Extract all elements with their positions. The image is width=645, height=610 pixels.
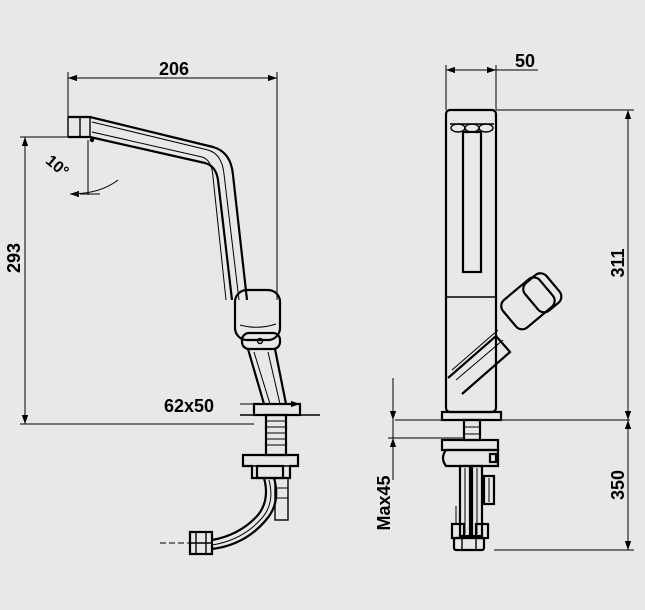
dim-spout-angle-label: 10° <box>42 152 71 181</box>
front-view: 50 311 350 Max45 <box>374 51 634 552</box>
front-hoses <box>450 464 496 552</box>
dim-hose-length: 350 <box>494 420 634 551</box>
dim-height-front-label: 311 <box>608 248 628 277</box>
dim-spout-reach: 206 <box>67 59 278 300</box>
dim-height-side: 293 <box>4 136 254 425</box>
base-plate <box>252 402 302 417</box>
faucet-spout <box>67 115 249 301</box>
dim-spout-reach-label: 206 <box>159 59 189 79</box>
lever-handle <box>233 288 282 351</box>
aerator-dot <box>89 137 95 143</box>
dim-base-size: 62x50 <box>164 396 300 416</box>
faucet-body <box>246 348 288 405</box>
dim-max-thickness: Max45 <box>374 378 464 531</box>
mounting-nut <box>241 453 300 480</box>
dim-height-front: 311 <box>496 109 634 420</box>
dim-height-side-label: 293 <box>4 243 24 273</box>
dim-base-size-label: 62x50 <box>164 396 214 416</box>
front-handle <box>447 272 563 395</box>
dim-spout-angle: 10° <box>42 140 119 198</box>
dim-max-thickness-label: Max45 <box>374 475 394 530</box>
front-mounting-nut <box>440 438 500 468</box>
dim-hose-length-label: 350 <box>608 470 628 500</box>
front-base-plate <box>440 410 503 422</box>
fixing-rod <box>274 477 289 521</box>
threaded-shank <box>264 413 288 457</box>
dim-body-depth: 50 <box>445 51 538 110</box>
side-view: 206 293 10° 62x50 <box>4 59 320 556</box>
front-shank <box>462 418 482 442</box>
dim-body-depth-label: 50 <box>515 51 535 71</box>
flex-hose <box>160 477 278 556</box>
